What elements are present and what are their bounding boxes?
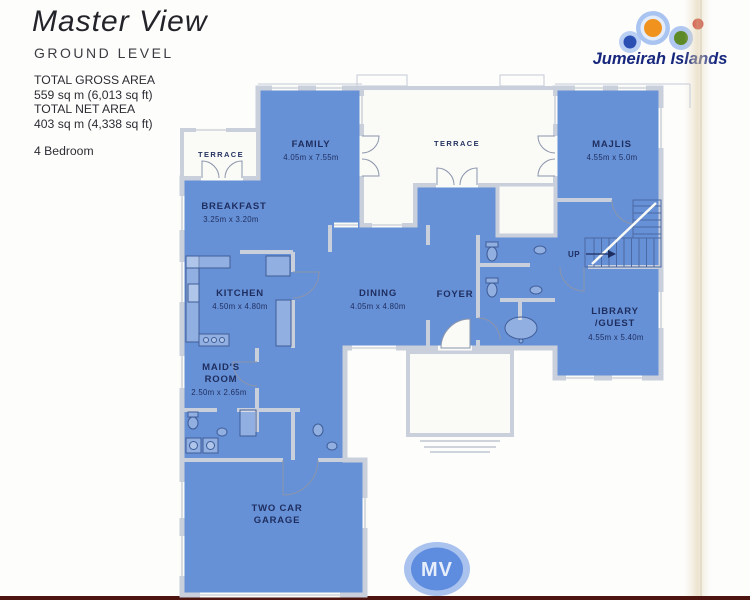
net-area-value: 403 sq m (4,338 sq ft) [34,116,153,131]
mv-badge: MV [404,542,470,596]
page-bottom-edge [0,596,750,600]
maids-dims: 2.50m x 2.65m [191,388,246,397]
room-labels: TERRACE TERRACE FAMILY 4.05m x 7.55m MAJ… [191,139,643,526]
level-subtitle: GROUND LEVEL [34,45,174,61]
breakfast-dims: 3.25m x 3.20m [203,215,258,224]
orange-dot-icon [644,19,662,37]
scan-edge-strip [684,0,714,600]
garage-label: TWO CAR [252,503,303,514]
terrace-notch-area [496,183,557,237]
porch-steps [420,440,500,453]
blue-dot-icon [623,35,637,49]
terrace-center-area [360,86,557,227]
library-label2: /GUEST [595,318,635,329]
majlis-dims: 4.55m x 5.0m [587,153,638,162]
mv-badge-label: MV [421,559,453,581]
fixtures [185,241,547,454]
up-arrow-icon [608,250,616,258]
gross-area-label: TOTAL GROSS AREA [34,73,156,87]
area-stats: TOTAL GROSS AREA 559 sq m (6,013 sq ft) … [34,73,155,131]
doors [201,135,637,496]
library-dims: 4.55m x 5.40m [588,333,643,342]
maids-label: MAID'S [202,362,240,373]
terrace-left-label: TERRACE [198,150,244,159]
kitchen-dims: 4.50m x 4.80m [212,302,267,311]
breakfast-label: BREAKFAST [201,201,266,212]
window-mullions [181,87,662,596]
net-area-label: TOTAL NET AREA [34,102,136,117]
majlis-label: MAJLIS [592,139,632,150]
dining-dims: 4.05m x 4.80m [350,302,405,311]
maids-label2: ROOM [205,374,238,385]
entry-porch [406,350,514,437]
kitchen-label: KITCHEN [216,288,264,299]
page-title: Master View [32,5,208,38]
parapet-lines [258,74,691,108]
library-label: LIBRARY [591,306,638,317]
family-label: FAMILY [292,139,331,150]
foyer-label: FOYER [437,289,474,300]
up-label: UP [568,250,580,259]
family-dims: 4.05m x 7.55m [283,153,338,162]
entry-door-icon [440,318,471,349]
terrace-center-label: TERRACE [434,139,480,148]
gross-area-value: 559 sq m (6,013 sq ft) [34,87,153,102]
garage-label2: GARAGE [254,515,301,526]
bedroom-count: 4 Bedroom [34,144,94,158]
dining-label: DINING [359,288,397,299]
